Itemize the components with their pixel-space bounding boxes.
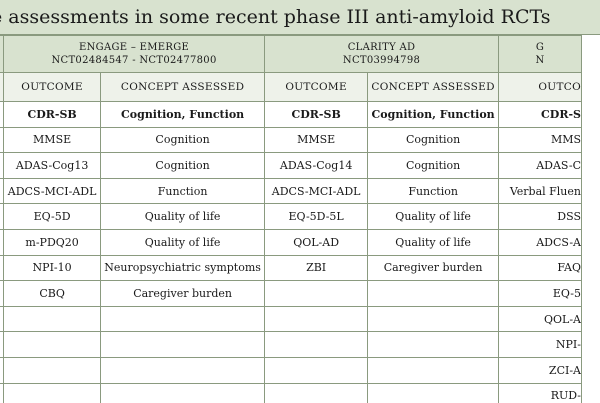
concept-cell bbox=[367, 382, 500, 403]
outcome-cell: NPI- bbox=[498, 331, 582, 358]
outcome-column-header: OUTCOME bbox=[3, 72, 102, 102]
concept-cell: Neuropsychiatric symptoms bbox=[100, 254, 266, 282]
outcome-cell: ADCS-MCI-ADL bbox=[264, 177, 369, 205]
concept-cell: Cognition bbox=[100, 152, 266, 179]
trial-id: NCT03994798 bbox=[342, 55, 421, 66]
outcomes-table: ENGAGE – EMERGE NCT02484547 - NCT0247780… bbox=[0, 35, 582, 403]
concept-cell: Quality of life bbox=[100, 228, 266, 256]
outcome-cell: MMSE bbox=[3, 126, 102, 154]
outcome-cell: CDR-SB bbox=[3, 101, 102, 128]
concept-cell: Cognition, Function bbox=[100, 101, 266, 128]
outcome-cell: MMSE bbox=[264, 126, 369, 154]
trial-name: CLARITY AD bbox=[347, 42, 416, 53]
trial-name: ENGAGE – EMERGE bbox=[79, 42, 190, 53]
outcome-cell: ADAS-C bbox=[498, 152, 582, 179]
outcome-cell: EQ-5 bbox=[498, 280, 582, 307]
outcome-cell: CDR-SB bbox=[264, 101, 369, 128]
concept-cell: Function bbox=[100, 177, 266, 205]
concept-cell: Quality of life bbox=[367, 203, 500, 230]
outcome-cell bbox=[3, 305, 102, 333]
concept-column-header: CONCEPT ASSESSED bbox=[100, 72, 266, 102]
trial-header-cut: G N bbox=[498, 35, 582, 73]
concept-cell bbox=[367, 331, 500, 358]
outcome-cell: ZBI bbox=[264, 254, 369, 282]
table-row: RUD- bbox=[0, 382, 582, 403]
trial-header-clarity: CLARITY AD NCT03994798 bbox=[264, 35, 500, 73]
concept-cell: Quality of life bbox=[100, 203, 266, 230]
trial-id: NCT02484547 - NCT02477800 bbox=[51, 55, 217, 66]
table-row: ZCI-A bbox=[0, 356, 582, 384]
concept-cell: Cognition bbox=[367, 126, 500, 154]
concept-cell: Caregiver burden bbox=[100, 280, 266, 307]
concept-cell: Caregiver burden bbox=[367, 254, 500, 282]
outcome-cell: m-PDQ20 bbox=[3, 228, 102, 256]
outcome-cell: EQ-5D-5L bbox=[264, 203, 369, 230]
outcome-cell: ADCS-A bbox=[498, 228, 582, 256]
outcome-cell: RUD- bbox=[498, 382, 582, 403]
trial-name: G bbox=[535, 42, 545, 53]
outcome-cell: ADCS-MCI-ADL bbox=[3, 177, 102, 205]
stub-column-header: ) bbox=[0, 72, 5, 102]
outcome-cell: EQ-5D bbox=[3, 203, 102, 230]
outcome-cell bbox=[264, 356, 369, 384]
concept-cell bbox=[100, 382, 266, 403]
outcome-cell: ADAS-Cog13 bbox=[3, 152, 102, 179]
concept-cell bbox=[367, 356, 500, 384]
concept-cell bbox=[367, 280, 500, 307]
table-row: NPI- bbox=[0, 331, 582, 358]
trial-id: N bbox=[535, 55, 545, 66]
outcome-cell: Verbal Fluen bbox=[498, 177, 582, 205]
outcome-cell: FAQ bbox=[498, 254, 582, 282]
outcome-cell: ADAS-Cog14 bbox=[264, 152, 369, 179]
outcome-column-header: OUTCO bbox=[498, 72, 582, 102]
column-header-row: ) OUTCOME CONCEPT ASSESSED OUTCOME CONCE… bbox=[0, 72, 582, 102]
concept-cell bbox=[367, 305, 500, 333]
outcome-cell bbox=[264, 382, 369, 403]
outcome-cell bbox=[264, 331, 369, 358]
stub-cell bbox=[0, 382, 5, 403]
concept-cell bbox=[100, 331, 266, 358]
concept-cell bbox=[100, 305, 266, 333]
outcome-cell bbox=[3, 331, 102, 358]
outcome-cell: CDR-S bbox=[498, 101, 582, 128]
outcome-cell: MMS bbox=[498, 126, 582, 154]
outcome-cell: QOL-A bbox=[498, 305, 582, 333]
outcome-cell: CBQ bbox=[3, 280, 102, 307]
outcome-cell: NPI-10 bbox=[3, 254, 102, 282]
outcome-cell bbox=[264, 305, 369, 333]
concept-cell: Cognition bbox=[100, 126, 266, 154]
concept-column-header: CONCEPT ASSESSED bbox=[367, 72, 500, 102]
trial-header-engage: ENGAGE – EMERGE NCT02484547 - NCT0247780… bbox=[3, 35, 266, 73]
outcome-cell bbox=[3, 356, 102, 384]
outcome-cell: DSS bbox=[498, 203, 582, 230]
outcome-cell: QOL-AD bbox=[264, 228, 369, 256]
outcome-cell: ZCI-A bbox=[498, 356, 582, 384]
concept-cell: Quality of life bbox=[367, 228, 500, 256]
outcome-cell bbox=[264, 280, 369, 307]
concept-cell: Cognition, Function bbox=[367, 101, 500, 128]
outcome-column-header: OUTCOME bbox=[264, 72, 369, 102]
concept-cell bbox=[100, 356, 266, 384]
trial-header-row: ENGAGE – EMERGE NCT02484547 - NCT0247780… bbox=[0, 35, 582, 73]
table-title-bar: e assessments in some recent phase III a… bbox=[0, 0, 600, 35]
table-title: e assessments in some recent phase III a… bbox=[0, 6, 551, 28]
outcome-cell bbox=[3, 382, 102, 403]
table-row: QOL-A bbox=[0, 305, 582, 333]
concept-cell: Function bbox=[367, 177, 500, 205]
concept-cell: Cognition bbox=[367, 152, 500, 179]
